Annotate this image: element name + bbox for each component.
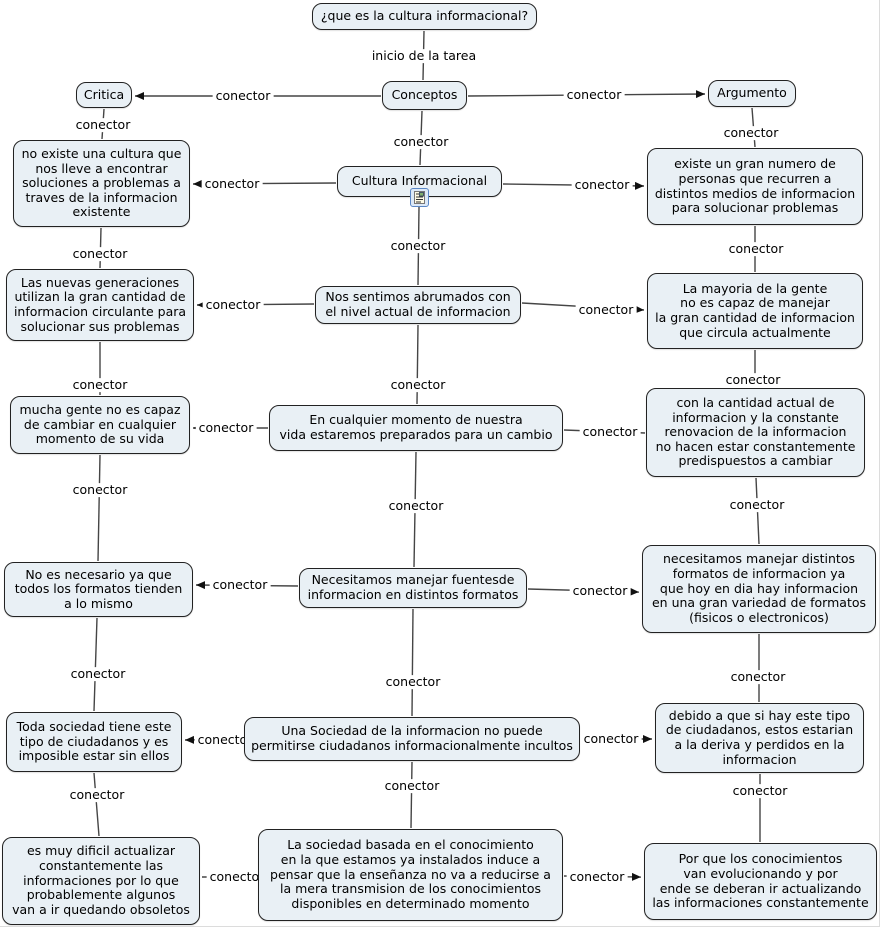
- link-label[interactable]: conector: [194, 733, 256, 747]
- node-conceptos[interactable]: Conceptos: [382, 81, 467, 110]
- link-label[interactable]: conector: [727, 670, 789, 684]
- node-left-3[interactable]: mucha gente no es capaz de cambiar en cu…: [10, 396, 190, 454]
- node-center-3[interactable]: En cualquier momento de nuestra vida est…: [269, 405, 563, 451]
- link-label[interactable]: conector: [387, 378, 449, 392]
- node-left-6[interactable]: es muy dificil actualizar constantemente…: [2, 837, 200, 925]
- connector-line: [410, 761, 413, 829]
- link-label[interactable]: conector: [571, 178, 633, 192]
- link-label[interactable]: conector: [201, 177, 263, 191]
- node-right-4[interactable]: necesitamos manejar distintos formatos d…: [642, 545, 876, 633]
- link-label[interactable]: conector: [206, 870, 268, 884]
- link-label[interactable]: conector: [726, 498, 788, 512]
- link-label[interactable]: conector: [566, 870, 628, 884]
- node-center-6[interactable]: La sociedad basada en el conocimiento en…: [258, 829, 563, 921]
- connector-line: [411, 608, 414, 717]
- node-right-2[interactable]: La mayoria de la gente no es capaz de ma…: [647, 273, 863, 349]
- node-center-5[interactable]: Una Sociedad de la informacion no puede …: [244, 717, 580, 761]
- link-label[interactable]: conector: [390, 135, 452, 149]
- node-right-5[interactable]: debido a que si hay este tipo de ciudada…: [655, 703, 864, 773]
- link-label-inicio[interactable]: inicio de la tarea: [368, 49, 480, 63]
- node-left-4[interactable]: No es necesario ya que todos los formato…: [4, 562, 193, 617]
- link-label[interactable]: conector: [580, 732, 642, 746]
- node-center-2[interactable]: Nos sentimos abrumados con el nivel actu…: [315, 286, 521, 324]
- node-left-1[interactable]: no existe una cultura que nos lleve a en…: [13, 140, 190, 227]
- link-label[interactable]: conector: [212, 89, 274, 103]
- node-right-3[interactable]: con la cantidad actual de informacion y …: [646, 388, 865, 477]
- link-label[interactable]: conector: [387, 239, 449, 253]
- link-label[interactable]: conector: [579, 425, 641, 439]
- connector-line: [93, 617, 98, 712]
- link-label[interactable]: conector: [381, 779, 443, 793]
- link-label[interactable]: conector: [69, 247, 131, 261]
- link-label[interactable]: conector: [195, 421, 257, 435]
- link-label[interactable]: conector: [69, 483, 131, 497]
- node-center-4[interactable]: Necesitamos manejar fuentesde informacio…: [299, 568, 527, 608]
- link-label[interactable]: conector: [569, 584, 631, 598]
- link-label[interactable]: conector: [209, 578, 271, 592]
- link-label[interactable]: conector: [720, 126, 782, 140]
- link-label[interactable]: conector: [66, 788, 128, 802]
- node-critica[interactable]: Critica: [76, 82, 132, 108]
- node-right-6[interactable]: Por que los conocimientos van evoluciona…: [644, 843, 877, 920]
- document-resource-icon[interactable]: [410, 188, 429, 207]
- link-label[interactable]: conector: [382, 675, 444, 689]
- link-label[interactable]: conector: [563, 88, 625, 102]
- connector-line: [93, 772, 100, 837]
- link-label[interactable]: conector: [72, 118, 134, 132]
- link-label[interactable]: conector: [725, 242, 787, 256]
- link-label[interactable]: conector: [202, 298, 264, 312]
- connector-line: [97, 454, 101, 562]
- link-label[interactable]: conector: [69, 378, 131, 392]
- node-argumento[interactable]: Argumento: [708, 80, 796, 107]
- link-label[interactable]: conector: [729, 784, 791, 798]
- connector-line: [416, 324, 419, 405]
- link-label[interactable]: conector: [722, 373, 784, 387]
- node-left-5[interactable]: Toda sociedad tiene este tipo de ciudada…: [6, 712, 182, 772]
- link-label[interactable]: conector: [67, 667, 129, 681]
- node-right-1[interactable]: existe un gran numero de personas que re…: [647, 148, 863, 225]
- link-label[interactable]: conector: [385, 499, 447, 513]
- node-question[interactable]: ¿que es la cultura informacional?: [312, 3, 537, 30]
- link-label[interactable]: conector: [575, 303, 637, 317]
- node-left-2[interactable]: Las nuevas generaciones utilizan la gran…: [6, 269, 194, 341]
